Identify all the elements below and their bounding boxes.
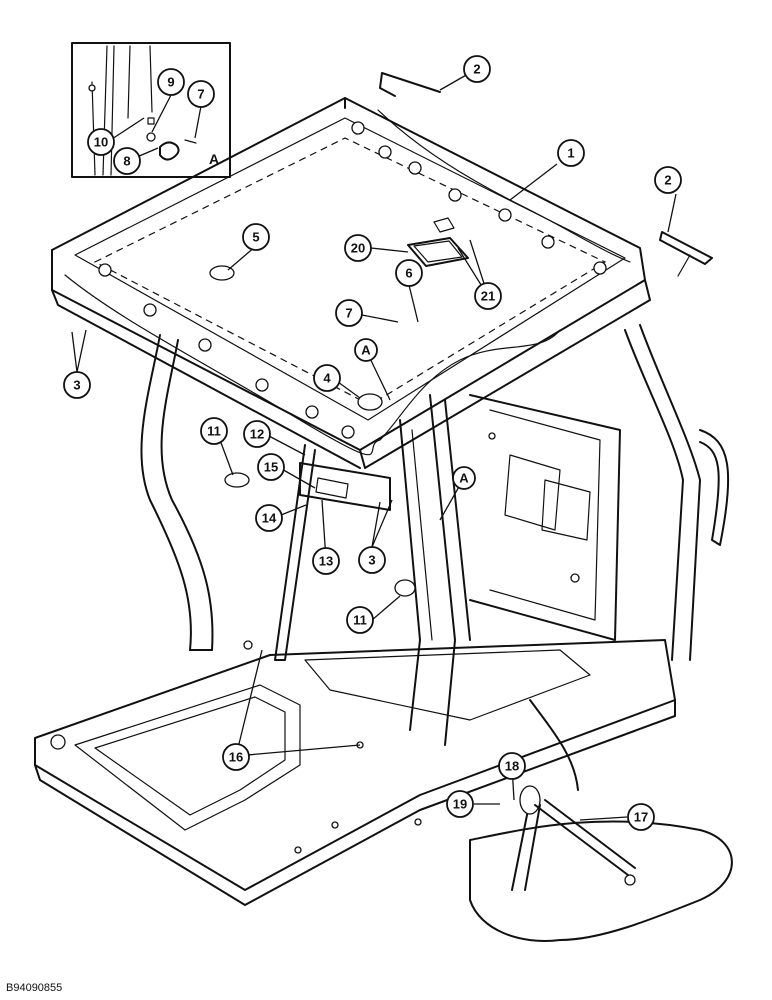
callout-9: 9 bbox=[157, 68, 185, 96]
section-mark-a-2: A bbox=[452, 466, 476, 490]
section-mark-a-1: A bbox=[354, 338, 378, 362]
callout-7-b: 7 bbox=[335, 299, 363, 327]
callout-11-b: 11 bbox=[346, 606, 374, 634]
svg-text:19: 19 bbox=[453, 797, 467, 812]
cab-roof bbox=[51, 72, 713, 469]
svg-text:5: 5 bbox=[252, 230, 259, 245]
callout-17: 17 bbox=[627, 803, 655, 831]
callout-16: 16 bbox=[222, 743, 250, 771]
svg-text:1: 1 bbox=[567, 146, 574, 161]
svg-text:11: 11 bbox=[353, 613, 367, 628]
callout-8: 8 bbox=[113, 147, 141, 175]
figure-code: B94090855 bbox=[6, 982, 62, 994]
callout-5: 5 bbox=[242, 223, 270, 251]
svg-text:17: 17 bbox=[634, 810, 648, 825]
svg-text:15: 15 bbox=[264, 460, 278, 475]
callout-1: 1 bbox=[557, 139, 585, 167]
svg-text:A: A bbox=[361, 343, 371, 358]
callout-6: 6 bbox=[395, 259, 423, 287]
svg-text:4: 4 bbox=[323, 371, 331, 386]
svg-text:21: 21 bbox=[481, 289, 495, 304]
callout-4: 4 bbox=[313, 364, 341, 392]
svg-text:13: 13 bbox=[319, 554, 333, 569]
svg-text:14: 14 bbox=[262, 511, 277, 526]
detail-a-inset: A bbox=[71, 42, 231, 178]
callout-13: 13 bbox=[312, 547, 340, 575]
callout-3-b: 3 bbox=[358, 546, 386, 574]
callout-7-a: 7 bbox=[187, 80, 215, 108]
callout-10: 10 bbox=[87, 128, 115, 156]
callout-2-a: 2 bbox=[463, 55, 491, 83]
cab-floor bbox=[34, 639, 676, 906]
callout-3-a: 3 bbox=[63, 371, 91, 399]
svg-text:16: 16 bbox=[229, 750, 243, 765]
svg-text:2: 2 bbox=[473, 62, 480, 77]
callout-2-b: 2 bbox=[654, 166, 682, 194]
callout-20: 20 bbox=[344, 234, 372, 262]
svg-text:20: 20 bbox=[351, 241, 365, 256]
svg-text:7: 7 bbox=[197, 87, 204, 102]
svg-text:12: 12 bbox=[250, 427, 264, 442]
svg-text:A: A bbox=[459, 471, 469, 486]
svg-text:7: 7 bbox=[345, 306, 352, 321]
svg-text:10: 10 bbox=[94, 135, 108, 150]
svg-text:18: 18 bbox=[505, 759, 519, 774]
callout-11-a: 11 bbox=[200, 417, 228, 445]
seat-mount-detail bbox=[469, 785, 733, 942]
callout-12: 12 bbox=[243, 420, 271, 448]
cab-frame bbox=[140, 324, 730, 746]
leader-lines bbox=[71, 73, 677, 821]
callout-21: 21 bbox=[474, 282, 502, 310]
svg-text:11: 11 bbox=[207, 424, 221, 439]
svg-text:2: 2 bbox=[664, 173, 671, 188]
svg-text:3: 3 bbox=[368, 553, 375, 568]
callout-18: 18 bbox=[498, 752, 526, 780]
detail-a-label: A bbox=[209, 151, 219, 167]
svg-text:9: 9 bbox=[167, 75, 174, 90]
svg-text:8: 8 bbox=[123, 154, 130, 169]
callout-14: 14 bbox=[255, 504, 283, 532]
callout-15: 15 bbox=[257, 453, 285, 481]
svg-text:6: 6 bbox=[405, 266, 412, 281]
svg-text:3: 3 bbox=[73, 378, 80, 393]
callout-19: 19 bbox=[446, 790, 474, 818]
